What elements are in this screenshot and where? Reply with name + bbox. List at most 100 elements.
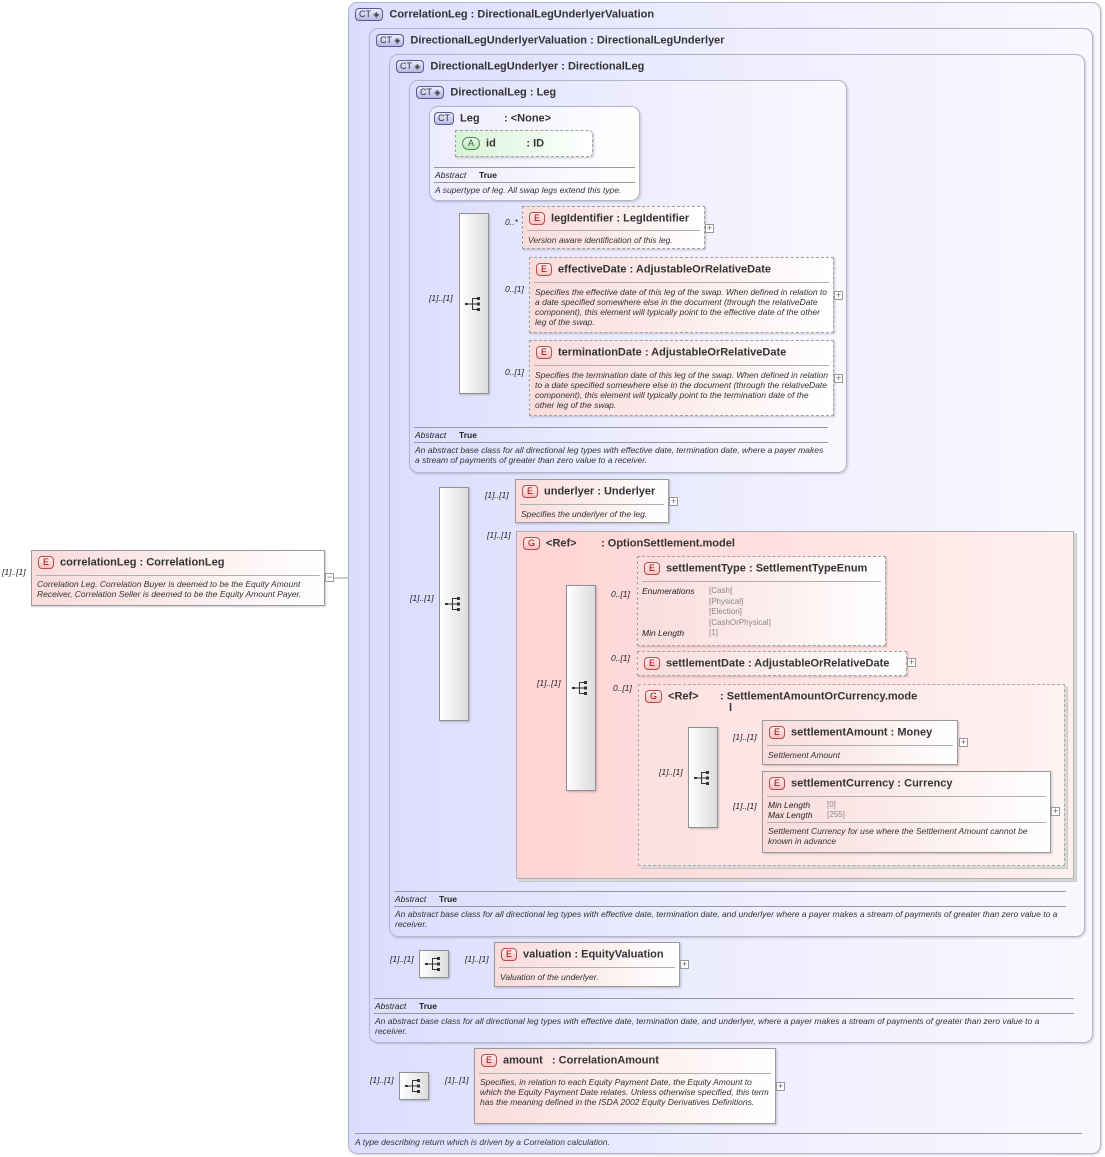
expand-button[interactable]: + [1051, 806, 1060, 816]
element-type: AdjustableOrRelativeDate [651, 346, 787, 359]
expand-button[interactable]: + [834, 373, 843, 383]
element-cardinality: [1]..[1] [733, 801, 757, 811]
complex-type-badge: CT [396, 60, 425, 73]
complex-type-title: CTDirectionalLeg : Leg [416, 86, 556, 99]
separator: : [748, 562, 753, 575]
element-type: SettlementTypeEnum [755, 562, 868, 575]
complex-type-doc: An abstract base class for all direction… [415, 445, 824, 465]
doc-separator [374, 1013, 1074, 1014]
group-type-wrap: l [729, 702, 733, 714]
sequence-compositor[interactable] [688, 727, 718, 828]
separator: : [551, 1054, 556, 1067]
group-cardinality: 0..[1] [613, 683, 632, 693]
separator: : [574, 948, 579, 961]
element-badge: E [536, 346, 553, 359]
abstract-value: True [439, 894, 457, 904]
sequence-cardinality: [1]..[1] [410, 593, 434, 603]
sequence-cardinality: [1]..[1] [659, 767, 683, 777]
sequence-icon [425, 957, 440, 971]
complex-type-name: CorrelationLeg [389, 8, 468, 21]
element-badge: E [644, 657, 661, 670]
attribute-badge: A [462, 137, 481, 150]
separator: : [504, 112, 508, 125]
element-badge: E [536, 263, 553, 276]
element-type: LegIdentifier [623, 212, 690, 225]
group-cardinality: [1]..[1] [487, 530, 511, 540]
element-doc: Specifies, in relation to each Equity Pa… [480, 1077, 769, 1107]
root-cardinality: [1]..[1] [2, 567, 26, 577]
complex-type-base: Leg [536, 86, 557, 99]
collapse-button[interactable]: − [325, 572, 334, 582]
sequence-compositor[interactable] [566, 585, 596, 791]
expand-button[interactable]: + [907, 657, 916, 667]
element-name: settlementCurrency [791, 777, 895, 790]
sequence-compositor[interactable] [399, 1072, 429, 1100]
element-type: Underlyer [603, 485, 656, 498]
separator-line [520, 504, 664, 505]
element-badge: E [769, 726, 786, 739]
element-doc: Correlation Leg. Correlation Buyer is de… [37, 579, 302, 599]
abstract-separator [414, 427, 828, 428]
complex-type-badge: CT [355, 8, 384, 21]
expand-button[interactable]: + [705, 223, 714, 233]
element-badge: E [501, 948, 518, 961]
element-name: amount [503, 1054, 543, 1067]
separator: : [644, 346, 649, 359]
element-type: Money [897, 726, 933, 739]
group-type: OptionSettlement.model [607, 537, 735, 550]
abstract-value: True [459, 430, 477, 440]
element-doc: Specifies the termination date of this l… [535, 370, 828, 410]
separator-line [499, 967, 675, 968]
element-name: settlementAmount [791, 726, 888, 739]
complex-type-badge: CT [376, 34, 405, 47]
group-ref: <Ref> [546, 537, 577, 550]
max-length-label: Max Length [768, 810, 813, 820]
complex-type-name: DirectionalLeg [450, 86, 527, 99]
element-name: correlationLeg [60, 556, 137, 569]
expand-button[interactable]: + [834, 290, 843, 300]
separator-line [527, 230, 700, 231]
complex-type-base: DirectionalLegUnderlyerValuation [477, 8, 655, 21]
sequence-compositor[interactable] [439, 487, 469, 721]
expand-button[interactable]: + [669, 496, 678, 506]
separator: : [526, 137, 531, 150]
element-name: underlyer [544, 485, 595, 498]
expand-button[interactable]: + [680, 959, 689, 969]
separator-line [534, 365, 829, 366]
complex-type-base: <None> [510, 112, 552, 125]
sequence-cardinality: [1]..[1] [537, 678, 561, 688]
sequence-compositor[interactable] [419, 950, 449, 978]
element-badge: E [644, 562, 661, 575]
sequence-compositor[interactable] [459, 213, 489, 394]
expand-button[interactable]: + [776, 1081, 785, 1091]
min-length-label: Min Length [642, 628, 685, 638]
element-cardinality: 0..[1] [505, 284, 524, 294]
separator: : [897, 777, 902, 790]
complex-type-doc: An abstract base class for all direction… [375, 1016, 1040, 1036]
enum-value: [Election] [709, 607, 742, 616]
group-header: G<Ref> : SettlementAmountOrCurrency.mode [645, 690, 1060, 703]
abstract-separator [374, 998, 1074, 999]
expand-button[interactable]: + [959, 737, 968, 747]
complex-type-badge: CT [434, 112, 454, 125]
abstract-label: Abstract [375, 1001, 407, 1011]
element-cardinality: [1]..[1] [485, 490, 509, 500]
element-name: settlementType [666, 562, 746, 575]
attribute-name: id [486, 137, 496, 150]
separator-line [534, 282, 829, 283]
